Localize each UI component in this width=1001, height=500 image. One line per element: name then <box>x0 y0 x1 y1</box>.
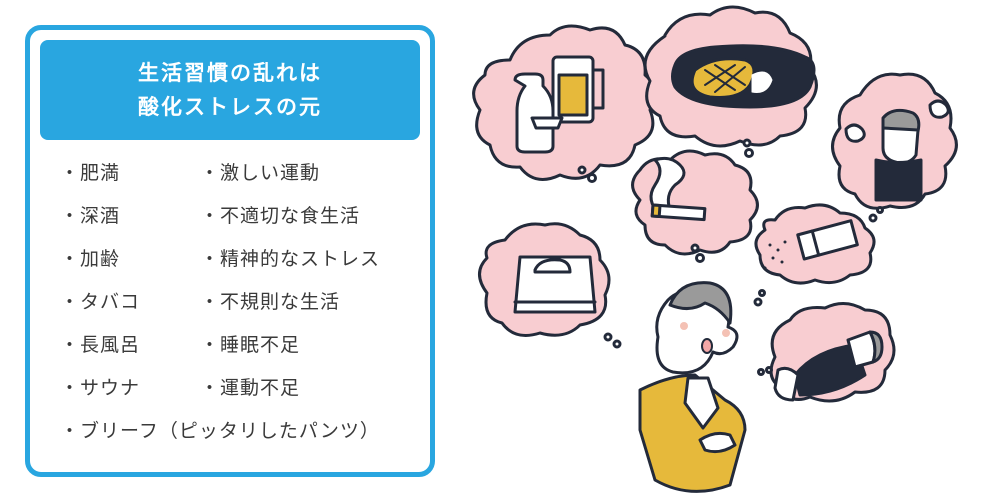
cigarette-thought-cloud <box>631 149 759 256</box>
list-item: 深酒 <box>60 201 120 228</box>
list-item: 不適切な食生活 <box>200 201 360 228</box>
title-line-2: 酸化ストレスの元 <box>138 95 322 119</box>
list-item: 不規則な生活 <box>200 287 340 314</box>
list-item: タバコ <box>60 287 140 314</box>
alcohol-thought-cloud <box>472 24 657 181</box>
weight-scale-thought-cloud <box>478 222 611 337</box>
worried-man <box>638 281 747 493</box>
list-item: サウナ <box>60 373 140 400</box>
steak-thought-cloud <box>643 5 818 148</box>
list-item: 運動不足 <box>200 373 300 400</box>
angry-boss-thought-cloud <box>831 72 958 210</box>
list-item: 精神的なストレス <box>200 244 380 271</box>
info-card: 生活習慣の乱れは 酸化ストレスの元 肥満 深酒 加齢 タバコ 長風呂 サウナ 激… <box>25 25 435 477</box>
list-item: ブリーフ（ピッタリしたパンツ） <box>60 416 380 443</box>
card-header: 生活習慣の乱れは 酸化ストレスの元 <box>40 40 420 140</box>
sleeping-thought-cloud <box>769 302 896 403</box>
list-item: 長風呂 <box>60 330 140 357</box>
title-line-1: 生活習慣の乱れは <box>138 61 322 85</box>
list-item: 肥満 <box>60 158 120 185</box>
list-item: 激しい運動 <box>200 158 320 185</box>
salt-thought-cloud <box>754 203 876 285</box>
list-item: 加齢 <box>60 244 120 271</box>
list-item: 睡眠不足 <box>200 330 300 357</box>
